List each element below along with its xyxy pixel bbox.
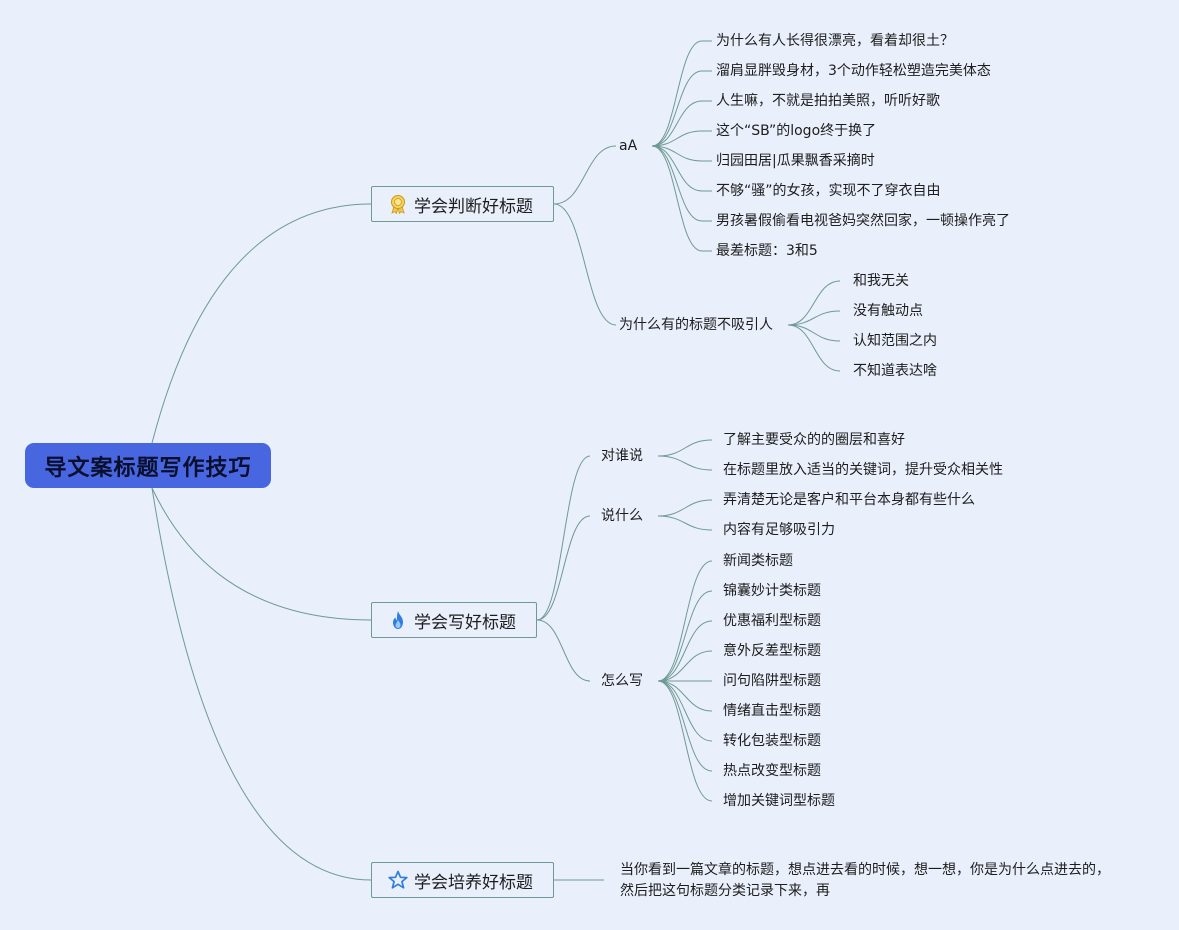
connector-line xyxy=(657,439,713,457)
list-item[interactable]: 问句陷阱型标题 xyxy=(723,673,821,689)
list-item[interactable]: 这个“SB”的logo终于换了 xyxy=(716,123,877,139)
root-connector-line xyxy=(151,487,372,881)
connector-line xyxy=(651,145,703,192)
connector-line xyxy=(651,145,703,162)
connector-line xyxy=(787,310,841,326)
list-item[interactable]: 弄清楚无论是客户和平台本身都有些什么 xyxy=(723,492,975,508)
list-item[interactable]: 内容有足够吸引力 xyxy=(723,522,835,538)
fire-icon xyxy=(388,610,408,630)
list-item[interactable]: 归园田居|瓜果飘香采摘时 xyxy=(716,153,875,169)
subtopic-how[interactable]: 怎么写 xyxy=(601,673,643,689)
connector-line xyxy=(651,130,703,147)
root-topic[interactable]: 导文案标题写作技巧 xyxy=(25,443,271,488)
root-connector-line xyxy=(151,487,372,621)
list-item[interactable]: 锦囊妙计类标题 xyxy=(723,583,821,599)
connector-line xyxy=(787,324,841,372)
list-item[interactable]: 认知范围之内 xyxy=(853,333,937,349)
branch-judge-titles[interactable]: 学会判断好标题 xyxy=(371,186,554,222)
list-item[interactable]: 为什么有人长得很漂亮，看着却很土？ xyxy=(716,33,954,49)
list-item[interactable]: 和我无关 xyxy=(853,273,909,289)
branch-label: 学会判断好标题 xyxy=(414,196,533,217)
ribbon-award-icon xyxy=(388,194,408,214)
list-item[interactable]: 不够“骚”的女孩，实现不了穿衣自由 xyxy=(716,183,941,199)
connector-line xyxy=(787,324,841,342)
connector-line xyxy=(657,680,713,742)
connector-line xyxy=(657,560,713,682)
connector-line xyxy=(657,680,713,802)
branch-cultivate-titles[interactable]: 学会培养好标题 xyxy=(371,862,554,898)
subtopic-what[interactable]: 说什么 xyxy=(601,508,643,524)
connector-line xyxy=(553,145,617,205)
connector-line xyxy=(657,515,713,531)
list-item[interactable]: 新闻类标题 xyxy=(723,553,793,569)
branch-label: 学会写好标题 xyxy=(414,612,516,633)
list-item[interactable]: 最差标题：3和5 xyxy=(716,243,818,259)
list-item[interactable]: 人生嘛，不就是拍拍美照，听听好歌 xyxy=(716,93,940,109)
connector-line xyxy=(787,280,841,326)
list-item[interactable]: 意外反差型标题 xyxy=(723,643,821,659)
list-item[interactable]: 溜肩显胖毁身材，3个动作轻松塑造完美体态 xyxy=(716,63,991,79)
list-item[interactable]: 了解主要受众的的圈层和喜好 xyxy=(723,432,905,448)
note-text[interactable]: 当你看到一篇文章的标题，想点进去看的时候，想一想，你是为什么点进去的， 然后把这… xyxy=(620,860,1110,902)
note-line-2: 然后把这句标题分类记录下来，再 xyxy=(620,883,830,899)
list-item[interactable]: 增加关键词型标题 xyxy=(723,793,835,809)
note-line-1: 当你看到一篇文章的标题，想点进去看的时候，想一想，你是为什么点进去的， xyxy=(620,862,1110,878)
connector-line xyxy=(536,455,591,621)
list-item[interactable]: 热点改变型标题 xyxy=(723,763,821,779)
list-item[interactable]: 不知道表达啥 xyxy=(853,363,937,379)
list-item[interactable]: 在标题里放入适当的关键词，提升受众相关性 xyxy=(723,462,1003,478)
subtopic-who[interactable]: 对谁说 xyxy=(601,448,643,464)
subtopic-unattractive-titles[interactable]: 为什么有的标题不吸引人 xyxy=(619,317,773,333)
list-item[interactable]: 没有触动点 xyxy=(853,303,923,319)
connector-line xyxy=(536,515,591,621)
subtopic-aA[interactable]: aA xyxy=(619,138,638,154)
connector-line xyxy=(657,650,713,682)
list-item[interactable]: 情绪直击型标题 xyxy=(723,703,821,719)
branch-write-titles[interactable]: 学会写好标题 xyxy=(371,602,537,638)
connector-line xyxy=(657,680,713,712)
list-item[interactable]: 转化包装型标题 xyxy=(723,733,821,749)
connector-line xyxy=(651,100,703,147)
connector-line xyxy=(657,680,713,772)
list-item[interactable]: 男孩暑假偷看电视爸妈突然回家，一顿操作亮了 xyxy=(716,213,1010,229)
connector-line xyxy=(651,40,703,147)
connector-line xyxy=(657,620,713,682)
connector-line xyxy=(651,70,703,147)
connector-line xyxy=(657,590,713,682)
root-connector-line xyxy=(151,203,372,444)
star-icon xyxy=(388,870,408,890)
connector-line xyxy=(657,455,713,471)
connector-line xyxy=(651,145,703,222)
connector-line xyxy=(657,499,713,517)
connector-line xyxy=(553,203,617,326)
connector-line xyxy=(536,619,591,682)
list-item[interactable]: 优惠福利型标题 xyxy=(723,613,821,629)
connector-line xyxy=(651,145,703,252)
branch-label: 学会培养好标题 xyxy=(414,872,533,893)
